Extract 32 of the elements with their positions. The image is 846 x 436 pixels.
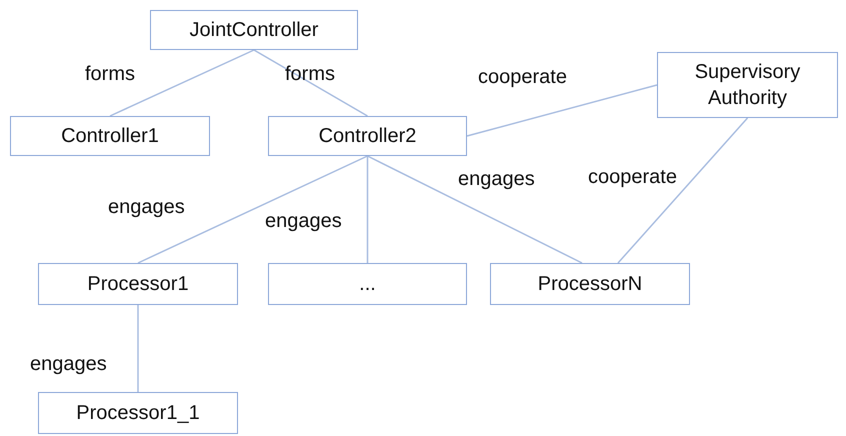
connector-line <box>466 84 658 137</box>
entity-box <box>657 52 838 118</box>
entity-name: Controller1 <box>61 124 159 149</box>
entity-box <box>10 116 210 156</box>
entity-name: Processor1 <box>87 272 189 297</box>
entity-name: Supervisory Authority <box>694 60 802 111</box>
entity-name: ... <box>359 272 376 297</box>
entity-name: Controller2 <box>318 124 416 149</box>
edge-label: cooperate <box>588 166 677 189</box>
edge-label: forms <box>85 63 135 86</box>
connector-line <box>137 305 139 392</box>
connector-line <box>617 118 748 264</box>
edge-label: engages <box>265 210 342 233</box>
connector-line <box>110 49 254 117</box>
entity-name: JointController <box>190 18 318 43</box>
connector-line <box>367 155 582 264</box>
entity-box <box>268 116 467 156</box>
entity-box <box>268 263 467 305</box>
connector-line <box>366 156 368 263</box>
entity-box <box>490 263 690 305</box>
entity-name: ProcessorN <box>538 272 642 297</box>
entity-box <box>38 263 238 305</box>
connector-line <box>254 49 368 117</box>
edge-label: engages <box>108 196 185 219</box>
connector-line <box>138 155 368 264</box>
entity-name: Processor1_1 <box>76 401 200 426</box>
entity-box <box>150 10 358 50</box>
edge-label: engages <box>458 168 535 191</box>
entity-box <box>38 392 238 434</box>
edge-label: forms <box>285 63 335 86</box>
edge-label: engages <box>30 353 107 376</box>
edge-label: cooperate <box>478 66 567 89</box>
